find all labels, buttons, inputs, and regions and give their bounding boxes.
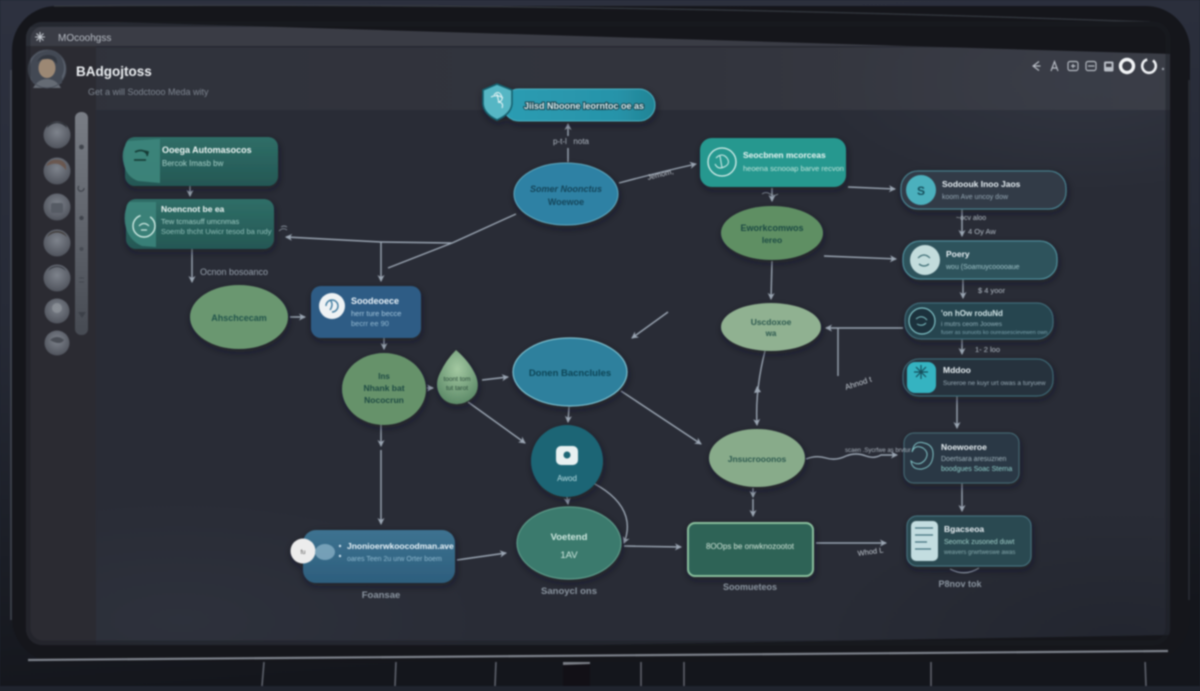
svg-text:wou (Soamuycooooaue: wou (Soamuycooooaue [945,264,1020,271]
svg-text:Sodoouk Inoo Jaos: Sodoouk Inoo Jaos [942,179,1021,189]
svg-text:becrr ee 90: becrr ee 90 [351,319,389,328]
svg-text:Soodeoece: Soodeoece [351,296,399,306]
svg-text:Get a will Sodctooo Meda wity: Get a will Sodctooo Meda wity [88,87,209,97]
svg-text:koom Ave uncoy dow: koom Ave uncoy dow [942,194,1009,201]
svg-text:Jnonioerwkoocodman.ave: Jnonioerwkoocodman.ave [347,541,454,551]
svg-text:i mutrs ceom Joowes: i mutrs ceom Joowes [941,321,1003,328]
svg-text:scaen .Sycrfwe as brvtur: scaen .Sycrfwe as brvtur [845,448,911,454]
svg-text:boodgues Soac Sterna: boodgues Soac Sterna [941,466,1012,473]
svg-text:8OOps be onwknozootot: 8OOps be onwknozootot [706,542,795,551]
svg-text:Soomueteos: Soomueteos [723,582,777,592]
svg-text:Doertsara aresuznen: Doertsara aresuznen [941,456,1006,463]
svg-text:Noencnot be ea: Noencnot be ea [161,204,225,214]
svg-text:Foansae: Foansae [362,590,401,601]
svg-text:Whod L: Whod L [857,545,884,558]
svg-text:toont tom: toont tom [443,376,470,383]
svg-text:weavers grwrtweswe awas: weavers grwrtweswe awas [943,550,1015,556]
svg-text:1- 2 loo: 1- 2 loo [975,345,1000,354]
svg-text:Bgacseoa: Bgacseoa [944,524,984,534]
svg-text:Somer Noonctus: Somer Noonctus [530,184,602,194]
svg-text:Ocnon bosoanco: Ocnon bosoanco [200,267,268,277]
svg-text:wa: wa [765,329,777,338]
svg-text:Poery: Poery [946,249,970,259]
svg-text:$ 4 yoor: $ 4 yoor [978,286,1006,295]
svg-text:'on hOw roduNd: 'on hOw roduNd [941,309,1003,318]
svg-text:Ahschcecam: Ahschcecam [211,313,267,323]
svg-text:herr ture becce: herr ture becce [351,309,401,318]
svg-text:Voetend: Voetend [551,532,588,543]
svg-text:Jnsucrooonos: Jnsucrooonos [728,454,787,464]
svg-text:Noewoeroe: Noewoeroe [941,442,987,452]
svg-text:Sanoycl ons: Sanoycl ons [541,586,597,597]
svg-text:Ins: Ins [378,372,390,381]
svg-text:P8nov tok: P8nov tok [938,579,982,589]
svg-text:Bercok Imasb bw: Bercok Imasb bw [162,159,224,168]
svg-text:~ocv aloo: ~ocv aloo [956,215,986,222]
svg-text:Uscdoxoe: Uscdoxoe [751,317,792,327]
svg-text:Ooega Automasocos: Ooega Automasocos [162,145,252,155]
svg-text:Eworkcomwos: Eworkcomwos [740,223,803,233]
svg-text:Soemb thcht Uwicr tesod ba rud: Soemb thcht Uwicr tesod ba rudy [161,227,272,236]
svg-text:p-t-l nota: p-t-l nota [553,137,590,146]
svg-text:Jiisd Nboone leorntoc oe as: Jiisd Nboone leorntoc oe as [524,101,644,111]
svg-text:Woewoe: Woewoe [548,197,584,207]
svg-text:Donen Bacnclules: Donen Bacnclules [529,368,611,379]
svg-text:MOcoohgss: MOcoohgss [58,33,111,44]
svg-text:Awod: Awod [557,474,577,483]
svg-text:tut tarot: tut tarot [446,385,468,392]
svg-text:oares Teen 2u urw Orter boem: oares Teen 2u urw Orter boem [347,556,442,563]
svg-text:lereo: lereo [762,235,782,245]
svg-text:Seomck zusoned duwt: Seomck zusoned duwt [944,539,1014,546]
svg-text:Seocbnen mcorceas: Seocbnen mcorceas [743,150,826,160]
svg-text:Tew tcmasuff umcnmas: Tew tcmasuff umcnmas [161,217,239,226]
svg-text:S: S [917,184,925,198]
svg-text:fuser as sunuots ko oureasesci: fuser as sunuots ko oureasescievewen own [941,330,1047,336]
svg-text:Nhank bat: Nhank bat [363,383,404,393]
svg-text:1AV: 1AV [560,550,578,561]
svg-text:BAdgojtoss: BAdgojtoss [76,64,152,79]
svg-text:4 Oy Aw: 4 Oy Aw [968,227,996,236]
svg-text:Sureroe ne kuyr urt owas a tur: Sureroe ne kuyr urt owas a turyuew [943,380,1046,387]
svg-text:heoena scnooap barve recvon: heoena scnooap barve recvon [743,164,844,173]
svg-text:Nococrun: Nococrun [364,395,404,405]
svg-text:Mddoo: Mddoo [943,365,971,375]
svg-text:fu: fu [300,550,305,556]
